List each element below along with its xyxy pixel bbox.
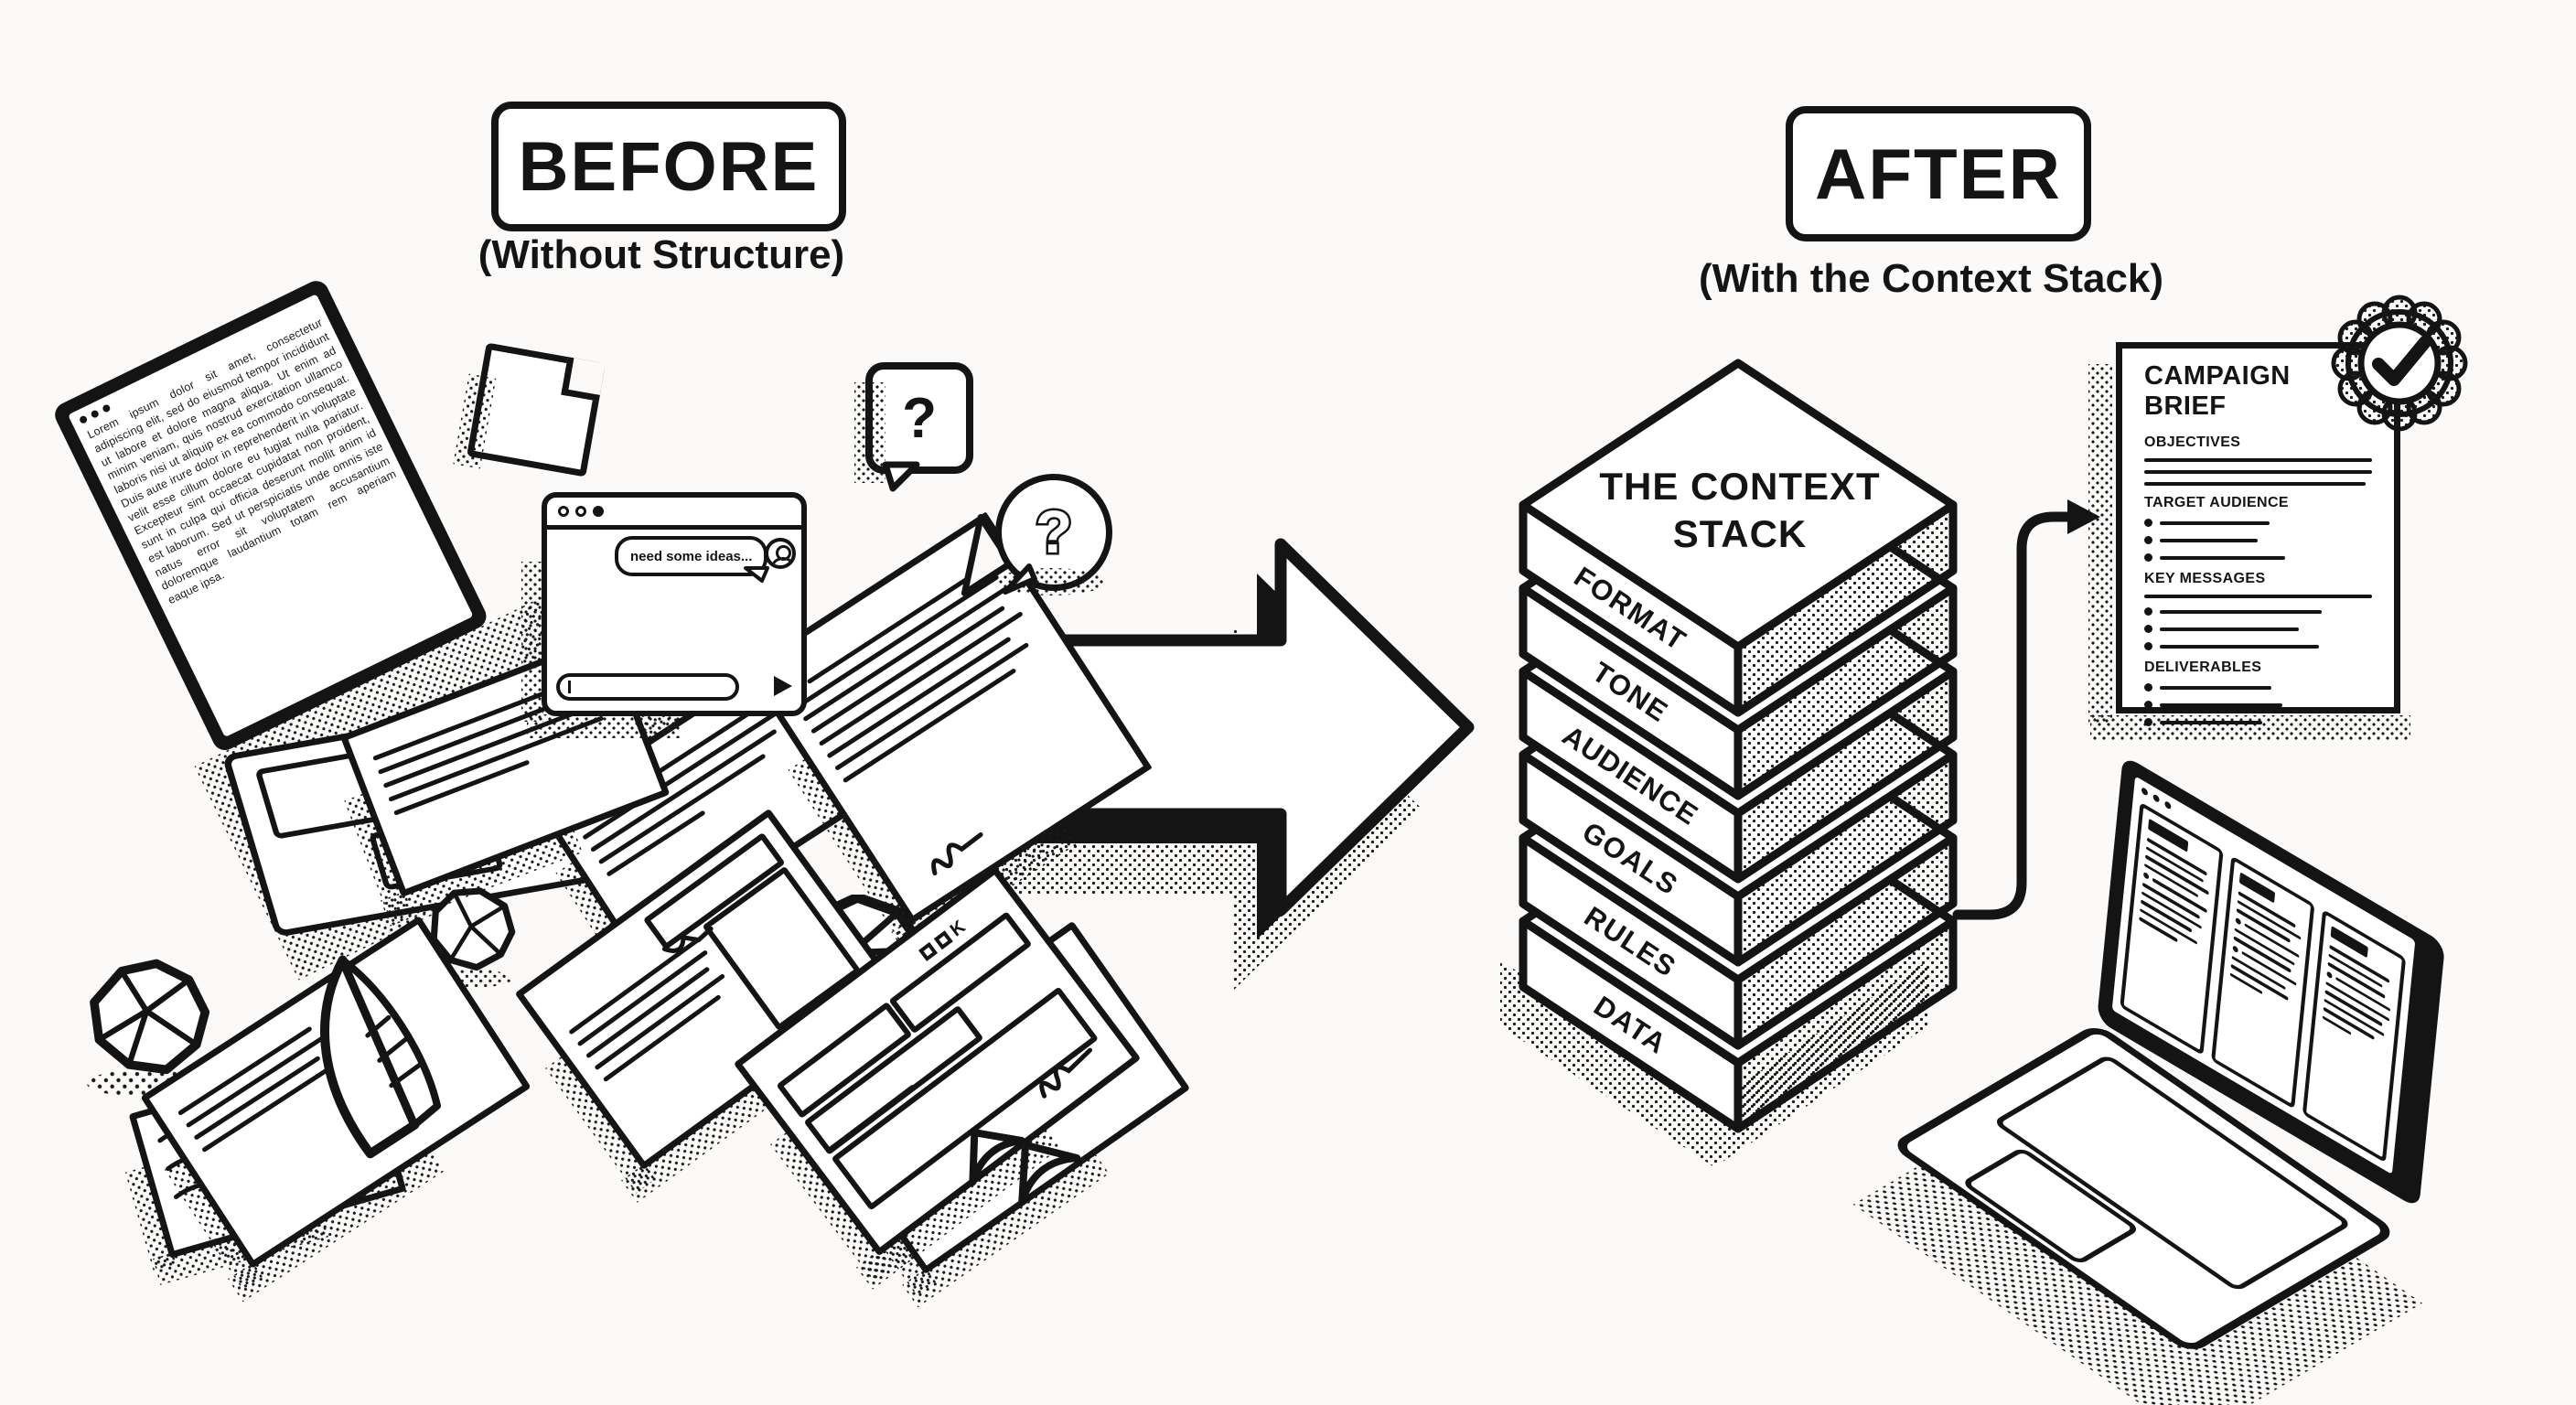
transform-arrow-icon — [982, 538, 1475, 991]
brief-shadow — [2090, 715, 2410, 741]
section-heading: KEY MESSAGES — [2144, 571, 2266, 586]
sticky-note — [453, 342, 606, 477]
brief-section-deliverables: DELIVERABLES — [2144, 660, 2372, 726]
section-heading: TARGET AUDIENCE — [2144, 495, 2289, 510]
chat-input — [556, 673, 739, 701]
window-dot-icon — [575, 506, 586, 517]
connector-arrow — [1952, 499, 2100, 920]
before-subtitle: (Without Structure) — [478, 232, 845, 277]
stack-top-label-line1: THE CONTEXT — [1599, 465, 1880, 508]
window-dot-icon — [558, 506, 569, 517]
question-mark-text: ? — [902, 386, 937, 450]
brief-section-target-audience: TARGET AUDIENCE — [2144, 495, 2372, 562]
question-mark-outline-text: ? — [1036, 498, 1072, 565]
chat-titlebar — [547, 498, 801, 530]
chat-shadow — [526, 714, 680, 738]
before-title: BEFORE — [518, 127, 820, 206]
context-stack: THE CONTEXT STACK FORMAT TONE AUDIENCE G… — [1500, 359, 1958, 1167]
chat-window: need some ideas... — [521, 492, 807, 738]
stack-top-label-line2: STACK — [1673, 512, 1808, 555]
approved-badge-icon — [2331, 295, 2468, 432]
chat-shadow — [521, 561, 543, 722]
question-bubble-square: ? — [854, 362, 973, 492]
note-fold-corner — [561, 357, 606, 402]
text-caret — [568, 681, 571, 693]
question-bubble-round: ? — [995, 474, 1112, 595]
campaign-brief-document: CAMPAIGN BRIEF OBJECTIVES TARGET AUDIENC… — [2116, 342, 2400, 726]
brief-title: CAMPAIGN BRIEF — [2144, 361, 2291, 421]
brief-shadow — [2088, 364, 2112, 723]
messy-laptop: Lorem ipsum dolor sit amet, consectetur … — [50, 276, 711, 981]
scattered-paper-form: K — [733, 865, 1142, 1257]
content-column — [2211, 855, 2315, 1110]
user-avatar-icon — [765, 538, 796, 569]
checkmark-icon — [2372, 336, 2431, 386]
content-column — [2120, 801, 2224, 1056]
after-title: AFTER — [1815, 133, 2062, 214]
chat-message-text: need some ideas... — [630, 548, 753, 564]
scattered-paper-folded — [140, 915, 531, 1270]
before-label-box: BEFORE — [491, 102, 846, 231]
content-column — [2302, 908, 2407, 1164]
scattered-paper-report — [514, 808, 898, 1171]
section-heading: DELIVERABLES — [2144, 660, 2262, 675]
chat-message-bubble: need some ideas... — [615, 536, 770, 583]
brief-section-key-messages: KEY MESSAGES — [2144, 571, 2372, 650]
brief-section-objectives: OBJECTIVES — [2144, 434, 2372, 486]
window-dot-icon — [593, 506, 604, 517]
after-label-box: AFTER — [1786, 106, 2091, 241]
send-icon — [774, 676, 792, 696]
section-heading: OBJECTIVES — [2144, 434, 2241, 450]
after-subtitle: (With the Context Stack) — [1698, 256, 2164, 301]
